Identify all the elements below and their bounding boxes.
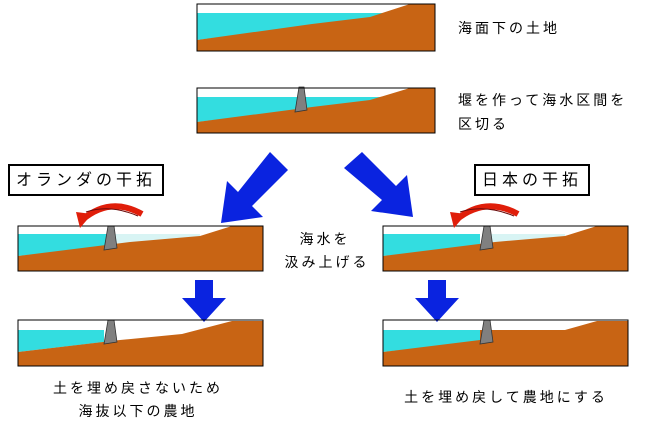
- pump-arrow-japan: [450, 203, 520, 228]
- arrow-to-netherlands: [221, 152, 288, 223]
- label-build-dam-line1: 堰を作って海水区間を: [458, 93, 628, 109]
- sea-water: [383, 330, 480, 352]
- arrow-to-japan: [344, 152, 413, 217]
- label-pump-line2: 汲み上げる: [284, 255, 370, 271]
- sea-water: [18, 330, 104, 352]
- pump-arrow-netherlands: [76, 203, 144, 228]
- arrow-down-netherlands: [182, 280, 226, 322]
- label-netherlands-result-line2: 海抜以下の農地: [78, 404, 198, 420]
- dam: [294, 86, 308, 113]
- panel-japan-result: [382, 319, 629, 367]
- label-pump-line1: 海水を: [299, 232, 351, 248]
- panel-build-dam: [196, 86, 436, 134]
- label-below-sea-level: 海面下の土地: [458, 21, 560, 37]
- title-netherlands: オランダの干拓: [8, 164, 165, 196]
- land-slope: [383, 226, 628, 271]
- panel-below-sea-level: [196, 3, 436, 52]
- dam: [103, 319, 118, 345]
- sea-water: [18, 234, 108, 256]
- arrow-down-japan: [415, 280, 459, 322]
- title-japan: 日本の干拓: [474, 164, 591, 196]
- land-slope: [197, 88, 435, 133]
- land-slope: [197, 4, 435, 51]
- sea-water: [383, 234, 480, 256]
- label-build-dam-line2: 区切る: [458, 117, 509, 133]
- panel-japan-pump: [382, 225, 629, 272]
- dam: [479, 319, 494, 345]
- land-slope: [18, 226, 263, 271]
- land-slope: [383, 321, 628, 366]
- panel-netherlands-pump: [17, 225, 264, 272]
- land-slope: [18, 321, 263, 366]
- label-netherlands-result-line1: 土を埋め戻さないため: [53, 381, 223, 397]
- panel-netherlands-result: [17, 319, 264, 367]
- label-japan-result: 土を埋め戻して農地にする: [404, 390, 608, 406]
